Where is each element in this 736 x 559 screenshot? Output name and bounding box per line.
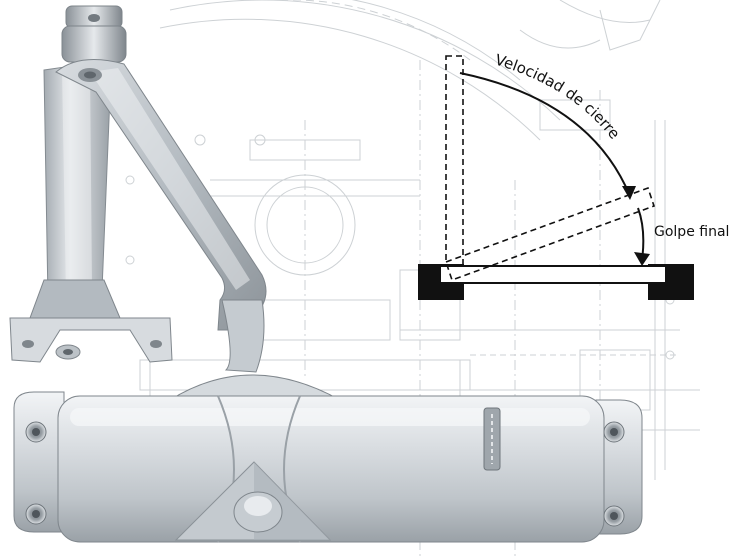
closing-speed-arrowhead <box>622 186 636 200</box>
arm-connector <box>221 299 265 373</box>
closing-speed-text: Velocidad de cierre <box>493 51 624 143</box>
closer-body <box>13 374 643 543</box>
open-door-position <box>445 55 464 267</box>
final-slam-arc <box>637 207 645 261</box>
mounting-bracket <box>9 279 173 363</box>
closing-speed-arc <box>459 72 631 197</box>
closed-door <box>439 265 667 284</box>
closing-speed-label: Velocidad de cierre <box>493 51 624 143</box>
near-closed-door-position <box>444 186 656 282</box>
final-slam-arrowhead <box>634 252 650 266</box>
short-arm <box>43 61 111 301</box>
arm-pivot-cap <box>61 5 127 63</box>
final-slam-label: Golpe final <box>654 224 729 240</box>
